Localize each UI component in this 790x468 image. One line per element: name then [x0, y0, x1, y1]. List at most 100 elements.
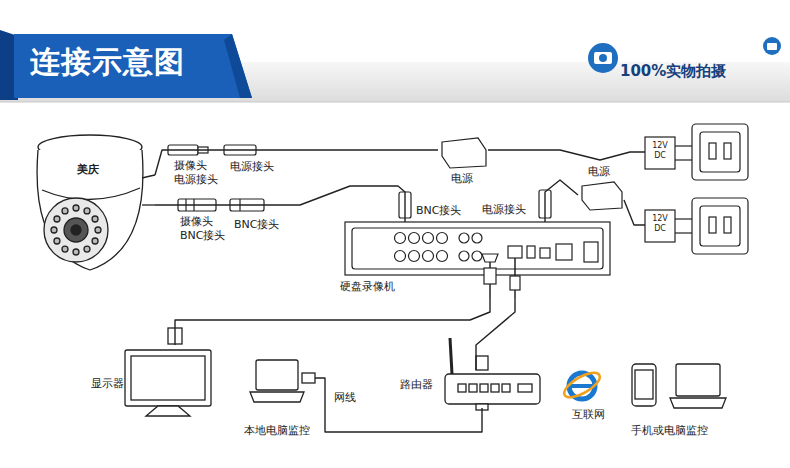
ir-led: [92, 238, 98, 244]
camera-seam: [42, 188, 140, 200]
bnc-port: [409, 233, 420, 244]
router-port: [502, 384, 510, 392]
cable-line: [476, 298, 515, 370]
rj45-port: [508, 246, 522, 258]
ir-led: [95, 227, 101, 233]
device-node: 手机或电脑监控: [625, 360, 740, 442]
remote-devices: [632, 364, 726, 408]
laptop-base: [250, 392, 304, 402]
header-rule: [0, 102, 790, 103]
ir-led: [73, 249, 79, 255]
bnc-port: [423, 251, 434, 262]
bnc-port: [409, 251, 420, 262]
device-label: 美庆: [77, 163, 99, 176]
ir-led: [62, 208, 68, 214]
cable-line: [175, 298, 490, 345]
router-body: [445, 374, 540, 404]
dc-port: [540, 248, 550, 258]
title-banner: [14, 34, 252, 98]
part-label: 摄像头 电源接头: [174, 159, 221, 187]
camera-glyph: [594, 52, 612, 64]
camera-glyph-small: [767, 43, 777, 50]
camera-badge-small: [763, 37, 781, 55]
camera-lens: [599, 54, 607, 62]
camera-lens: [64, 218, 88, 242]
ir-leds: [51, 205, 101, 255]
vga-plug: [484, 268, 496, 284]
cable-line: [315, 378, 482, 432]
ir-led: [54, 216, 60, 222]
monitor-stand: [146, 406, 190, 416]
phone-screen: [635, 370, 653, 399]
router-port: [480, 384, 488, 392]
plug-prong: [675, 232, 692, 233]
router: [445, 338, 540, 410]
outlet-slot: [709, 217, 716, 233]
laptop-base: [670, 398, 726, 408]
outlet-slot: [724, 143, 731, 159]
device-node: 硬盘录像机: [340, 222, 612, 298]
connectors: [168, 145, 551, 218]
camera-front: [44, 198, 108, 262]
bnc-port: [472, 251, 482, 261]
ir-led: [73, 205, 79, 211]
usb-port: [527, 246, 535, 258]
cable-label: 网线: [333, 391, 357, 405]
device-label: 本地电脑监控: [244, 424, 310, 437]
camera-cable: [142, 204, 155, 205]
local-laptop: [250, 360, 315, 402]
router-port: [458, 384, 466, 392]
ie-bar: [570, 384, 594, 388]
device-label: 12V DC: [647, 214, 673, 233]
ir-led: [54, 238, 60, 244]
dvr-panel: [352, 228, 603, 269]
device-node: 路由器: [396, 370, 544, 408]
vga-port: [482, 254, 498, 262]
device-node: 互联网: [565, 368, 615, 423]
internet-icon: [561, 368, 604, 402]
device-label: 显示器: [91, 377, 124, 390]
laptop-screen: [256, 360, 298, 390]
plug-body: [645, 137, 675, 169]
camera: [37, 135, 155, 270]
cable-line: [488, 150, 645, 160]
power-switch: [584, 242, 598, 262]
device-node: 本地电脑监控: [240, 358, 315, 440]
device-node: 12V DC: [645, 137, 675, 169]
power-adapter: [582, 182, 622, 210]
device-label: 12V DC: [647, 141, 673, 160]
bnc-port: [437, 233, 448, 244]
router-antenna: [450, 338, 452, 374]
part-label: 电源接头: [230, 160, 274, 174]
outlet-slot: [724, 217, 731, 233]
phone: [632, 364, 656, 406]
plug-prong: [675, 218, 692, 219]
plug-body: [645, 210, 675, 242]
wall-outlet: [692, 198, 748, 254]
cable: [175, 298, 490, 345]
part-label: BNC接头: [234, 218, 279, 232]
laptop-screen: [676, 364, 720, 396]
cable: [545, 180, 578, 222]
ir-led: [62, 246, 68, 252]
part-label: 100%实物拍摄: [620, 62, 726, 81]
device-node: 电源: [578, 164, 624, 214]
part-label: 电源接头: [482, 203, 526, 217]
bnc-port: [395, 251, 406, 262]
cable-line: [545, 180, 578, 222]
router-port: [491, 384, 499, 392]
outlet-face: [700, 206, 740, 246]
bnc-port: [437, 251, 448, 262]
camera-dome: [37, 150, 143, 270]
header: [0, 30, 790, 102]
rj45-plug: [476, 356, 488, 370]
bnc-port: [395, 233, 406, 244]
bnc-ports: [395, 233, 483, 262]
plug-prong: [675, 159, 692, 160]
cable: [315, 378, 482, 432]
ie-orbit: [561, 368, 604, 402]
camera-badge: [588, 43, 618, 73]
ir-led: [84, 246, 90, 252]
outlet-slot: [709, 143, 716, 159]
bnc-port: [459, 251, 469, 261]
